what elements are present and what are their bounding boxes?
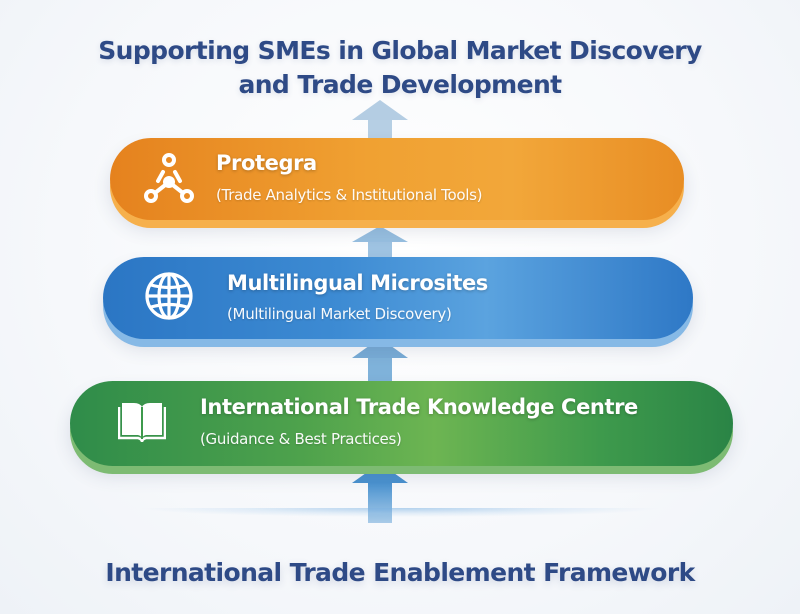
arrow-up-icon	[352, 100, 408, 140]
layer-face	[103, 257, 693, 339]
horizon-glow	[55, 505, 745, 538]
layer-multilingual-microsites: Multilingual Microsites (Multilingual Ma…	[103, 257, 693, 347]
layer-subtitle: (Trade Analytics & Institutional Tools)	[216, 186, 483, 204]
layer-face	[70, 381, 733, 466]
open-book-icon	[118, 403, 166, 443]
layer-subtitle: (Guidance & Best Practices)	[200, 430, 402, 448]
diagram-title-line1: Supporting SMEs in Global Market Discove…	[98, 36, 702, 65]
diagram-title-line2: and Trade Development	[238, 70, 562, 99]
framework-title: International Trade Enablement Framework	[105, 558, 695, 587]
layer-title: Multilingual Microsites	[227, 271, 488, 295]
network-nodes-icon	[144, 153, 194, 203]
layer-face	[110, 138, 684, 220]
layer-title: International Trade Knowledge Centre	[200, 395, 638, 419]
layer-subtitle: (Multilingual Market Discovery)	[227, 305, 452, 323]
layer-knowledge-centre: International Trade Knowledge Centre (Gu…	[70, 381, 733, 474]
globe-icon	[145, 272, 193, 320]
layer-protegra: Protegra (Trade Analytics & Institutiona…	[110, 138, 684, 228]
arrow-up-icon	[352, 226, 408, 260]
layer-title: Protegra	[216, 151, 317, 175]
